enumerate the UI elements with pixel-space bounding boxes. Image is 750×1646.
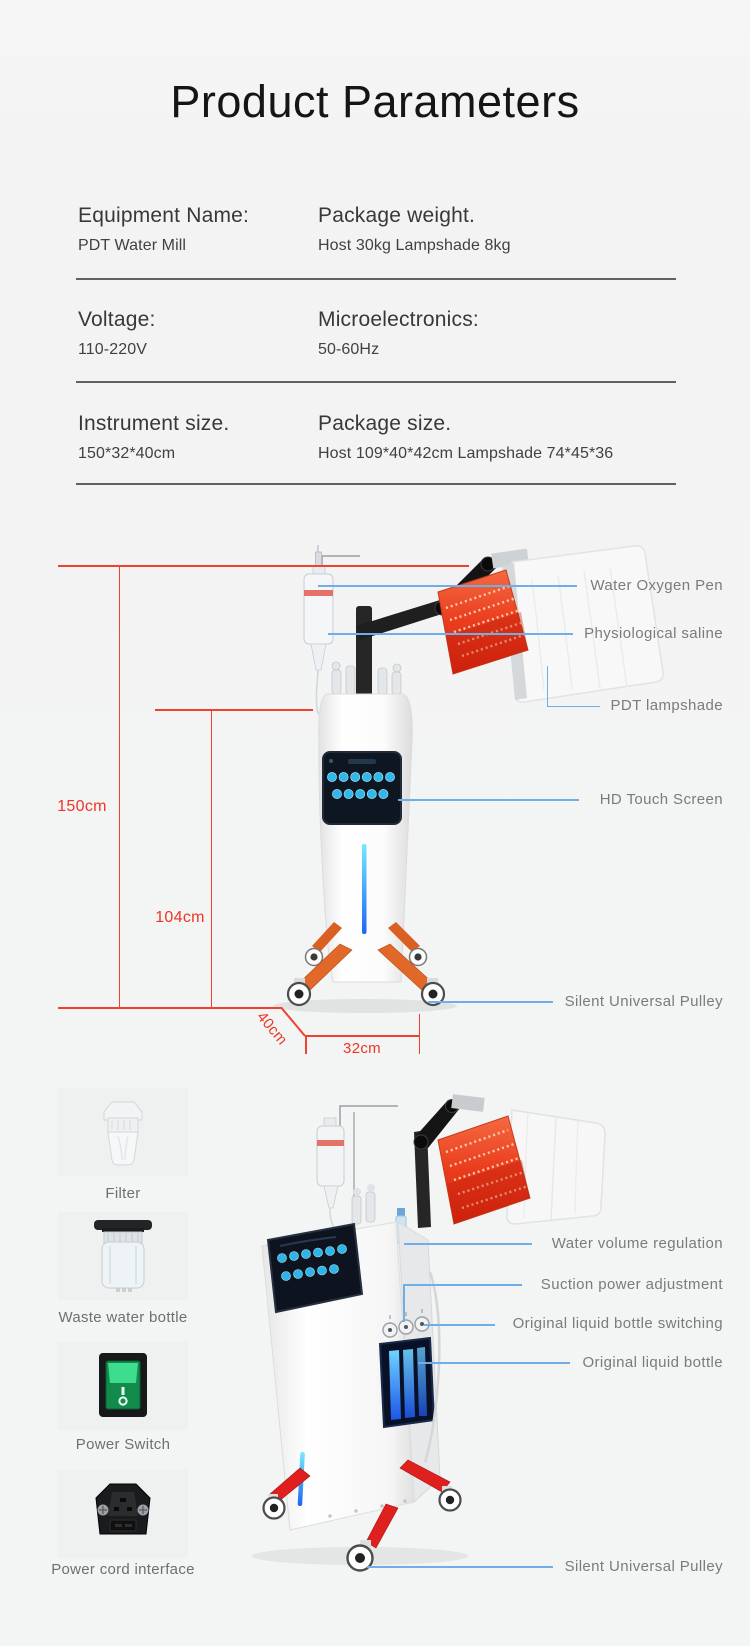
spec-package-size: Package size. Host 109*40*42cm Lampshade… <box>318 411 613 464</box>
spec-instrument-size: Instrument size. 150*32*40cm <box>78 411 229 464</box>
machine-shadow <box>273 999 457 1013</box>
power-cord-interface-icon <box>95 1483 151 1535</box>
iv-bottle-group <box>303 545 360 715</box>
callout-line-suction-power-vertical <box>403 1284 405 1322</box>
callout-line-original-bottle <box>418 1362 570 1364</box>
spec-value: PDT Water Mill <box>78 237 187 254</box>
callout-pdt-lampshade: PDT lampshade <box>610 697 723 714</box>
spec-label: Package weight. <box>318 204 476 227</box>
callout-original-liquid-bottle-switching: Original liquid bottle switching <box>512 1315 723 1332</box>
control-knobs <box>382 1309 430 1338</box>
callout-line-hd-touch-screen <box>398 799 579 801</box>
legs-and-casters <box>286 922 446 1007</box>
spec-package-weight: Package weight. Host 30kg Lampshade 8kg <box>318 203 511 256</box>
filter-image <box>58 1088 188 1176</box>
spec-value: Host 109*40*42cm Lampshade 74*45*36 <box>318 445 614 462</box>
dimension-line-150-top <box>58 565 469 567</box>
spec-divider <box>76 381 676 383</box>
dimension-tick-right <box>418 1014 420 1054</box>
legs-and-casters-2 <box>262 1459 462 1572</box>
spec-value: 150*32*40cm <box>78 445 176 462</box>
dimension-line-150-vertical <box>118 565 120 1008</box>
dimension-label-host-height: 104cm <box>155 909 205 926</box>
dimension-tick-left <box>305 1035 307 1054</box>
spec-label: Microelectronics: <box>318 308 479 331</box>
callout-silent-pulley-2: Silent Universal Pulley <box>564 1558 723 1575</box>
tower-body-group <box>318 661 413 983</box>
part-label-power-cord-interface: Power cord interface <box>51 1561 195 1578</box>
pdt-lampshade-group-2 <box>437 1109 606 1225</box>
spec-label: Instrument size. <box>78 412 230 435</box>
callout-line-water-volume <box>404 1243 532 1245</box>
waste-water-bottle-image <box>58 1212 188 1300</box>
power-switch-image <box>58 1342 188 1430</box>
callout-suction-power-adjustment: Suction power adjustment <box>540 1276 723 1293</box>
callout-line-silent-pulley-2 <box>367 1566 553 1568</box>
callout-line-pdt-lampshade <box>546 705 600 707</box>
power-switch-icon <box>99 1353 147 1417</box>
callout-physiological-saline: Physiological saline <box>584 625 723 642</box>
callout-original-liquid-bottle: Original liquid bottle <box>582 1354 723 1371</box>
callout-hd-touch-screen: HD Touch Screen <box>599 791 723 808</box>
spec-divider <box>76 483 676 485</box>
spec-value: 110-220V <box>78 341 148 358</box>
part-label-filter: Filter <box>105 1185 141 1202</box>
pdt-lampshade-group <box>437 545 664 703</box>
part-label-power-switch: Power Switch <box>75 1436 171 1453</box>
filter-icon <box>103 1101 143 1166</box>
dimension-line-104-vertical <box>210 709 212 1008</box>
machine-angled-illustration <box>252 1094 606 1572</box>
callout-line-water-oxygen-pen <box>318 585 577 587</box>
power-cord-interface-image <box>58 1470 188 1558</box>
spec-value: Host 30kg Lampshade 8kg <box>318 237 511 254</box>
spec-label: Package size. <box>318 412 452 435</box>
part-label-waste-water-bottle: Waste water bottle <box>58 1309 188 1326</box>
articulated-arm-2 <box>413 1094 485 1228</box>
dimension-label-width: 32cm <box>343 1040 381 1057</box>
spec-divider <box>76 278 676 280</box>
callout-silent-pulley-1: Silent Universal Pulley <box>564 993 723 1010</box>
dimension-line-bottom <box>58 1007 282 1009</box>
spec-label: Voltage: <box>78 308 156 331</box>
spec-equipment-name: Equipment Name: PDT Water Mill <box>78 203 249 256</box>
spec-label: Equipment Name: <box>78 204 250 227</box>
page-title: Product Parameters <box>170 76 580 127</box>
spec-microelectronics: Microelectronics: 50-60Hz <box>318 307 479 360</box>
machine-front-illustration <box>273 545 664 1013</box>
dimension-label-total-height: 150cm <box>57 798 107 815</box>
callout-line-physiological-saline <box>328 633 573 635</box>
waste-water-bottle-icon <box>94 1220 152 1292</box>
callout-water-oxygen-pen: Water Oxygen Pen <box>590 577 723 594</box>
iv-bottle-group-2 <box>316 1105 398 1243</box>
callout-line-suction-power <box>403 1284 522 1286</box>
callout-water-volume-regulation: Water volume regulation <box>551 1235 723 1252</box>
dimension-line-width <box>305 1035 419 1037</box>
callout-line-pdt-lampshade-vertical <box>546 666 548 706</box>
callout-line-silent-pulley-1 <box>428 1001 553 1003</box>
spec-voltage: Voltage: 110-220V <box>78 307 156 360</box>
spec-value: 50-60Hz <box>318 341 380 358</box>
callout-line-bottle-switching <box>424 1324 495 1326</box>
dimension-line-104-top <box>155 709 313 711</box>
